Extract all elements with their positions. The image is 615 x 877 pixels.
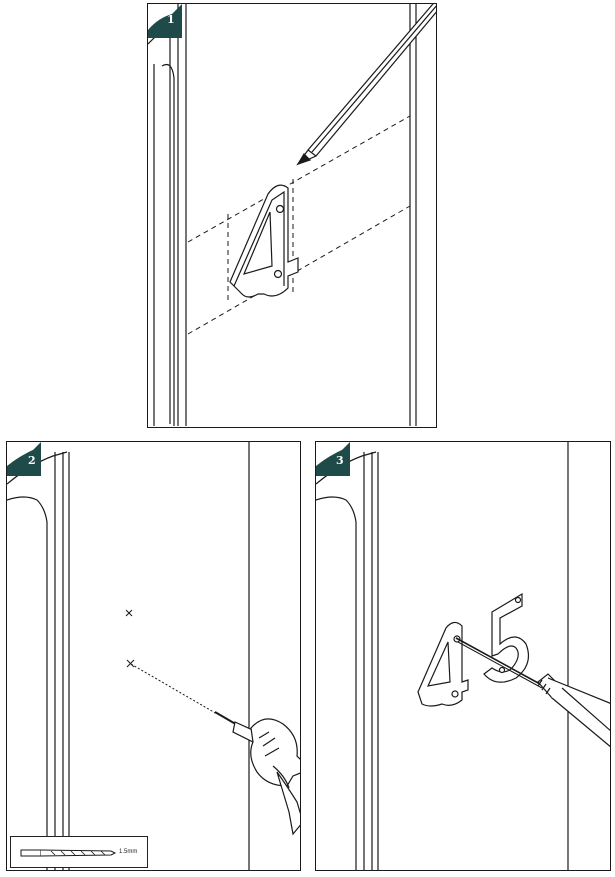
step-2-badge [7,442,41,476]
step-1-badge [148,4,182,38]
step-2-number: 2 [28,454,36,467]
house-number-4 [417,621,469,707]
drill-icon [214,711,300,836]
step-3-number: 3 [336,454,344,467]
door-frame-line [7,496,48,870]
door-frame-line [161,63,175,426]
drill-bit-icon [20,849,117,857]
drill-path [130,663,218,715]
step-1-panel: 1 [147,3,437,428]
step-1-illustration [148,4,436,426]
step-3-illustration [316,442,610,870]
door-frame-line [148,31,171,424]
step-2-illustration [7,442,300,870]
screwdriver-icon [455,637,610,748]
guide-lines [187,115,411,335]
step-1-number: 1 [167,13,175,26]
drill-bit-box: 1.5mm [10,836,148,868]
step-3-badge [316,442,350,476]
step-2-panel: 2 1.5mm [6,441,301,871]
step-3-panel: 3 [315,441,611,871]
door-frame-line [316,496,357,870]
pencil-marks [125,609,135,668]
pencil-icon [296,4,436,166]
house-number-4 [229,184,299,298]
drill-bit-size: 1.5mm [119,849,138,855]
house-number-5 [483,592,529,683]
